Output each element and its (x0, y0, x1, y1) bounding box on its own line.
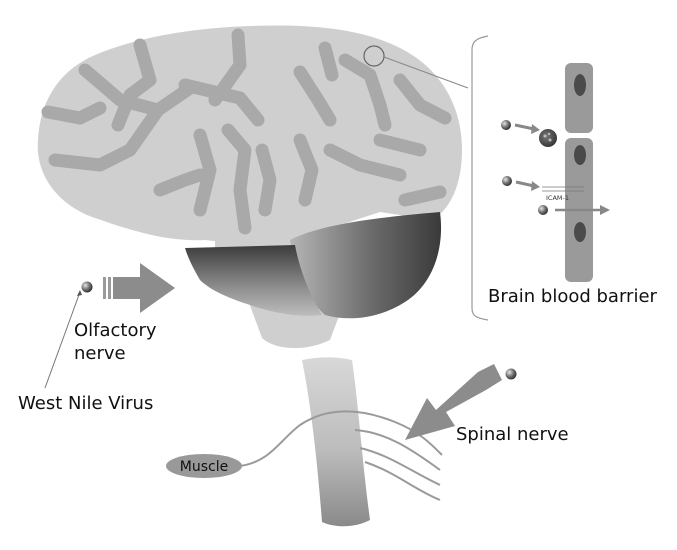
olfactory-nerve-label-line1: Olfactory (74, 320, 157, 341)
virus-particle-2 (502, 176, 512, 186)
infected-leukocyte (539, 129, 557, 147)
brain (37, 25, 469, 349)
transport-arrow-1 (514, 123, 535, 131)
brain-blood-barrier-label: Brain blood barrier (488, 286, 658, 307)
icam-1-label: ICAM-1 (546, 194, 569, 202)
gyri (41, 28, 452, 235)
muscle: Muscle (166, 454, 242, 478)
endothelial-cell-upper (565, 63, 593, 133)
nucleus-lower (574, 222, 586, 242)
magnification-leader-line (383, 56, 469, 89)
cerebrum (37, 25, 462, 247)
west-nile-virus-pointer-line (44, 291, 81, 389)
spinal-nerve-label: Spinal nerve (456, 424, 569, 445)
muscle-ellipse (166, 454, 242, 478)
spinal-nerve-arrow (405, 364, 502, 440)
brain-blood-barrier-inset: ICAM-1 Brain blood barrier (471, 35, 658, 321)
west-nile-virus-pointer-arrowhead (77, 290, 82, 296)
virus-particle-3 (538, 205, 548, 215)
cerebellum (290, 212, 442, 319)
transport-arrow-2 (515, 180, 535, 188)
west-nile-virus-particle-spinal (505, 368, 517, 380)
nucleus-middle (574, 145, 586, 165)
inset-bracket (471, 35, 489, 321)
muscle-label: Muscle (180, 459, 228, 475)
brainstem (185, 245, 322, 316)
olfactory-nerve-label-line2: nerve (74, 343, 126, 364)
west-nile-virus-particle-olfactory (81, 281, 93, 293)
magnified-region-circle (363, 45, 385, 67)
west-nile-virus-label: West Nile Virus (18, 393, 153, 414)
spinal-cord (302, 357, 370, 527)
virus-particle-1 (501, 120, 511, 130)
olfactory-arrow (103, 263, 175, 313)
nucleus-upper (574, 74, 586, 96)
